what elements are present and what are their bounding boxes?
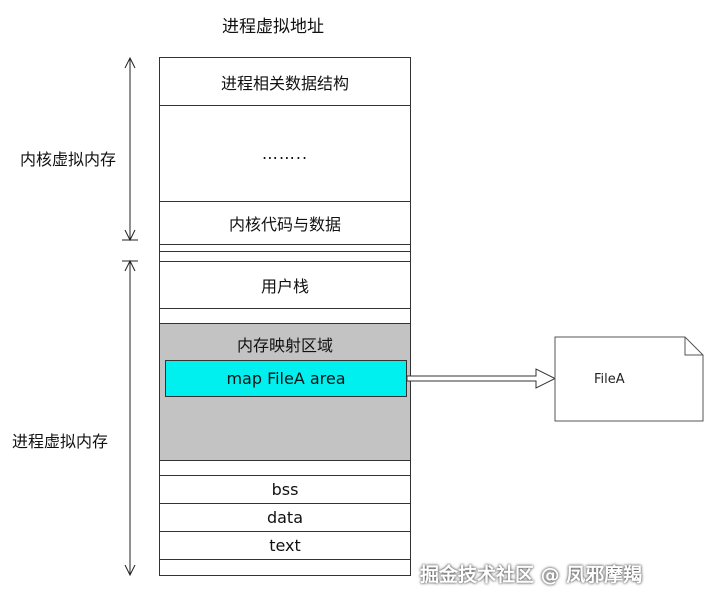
text-label: text	[269, 536, 301, 555]
divider-gap-segment-1	[160, 245, 410, 252]
map-filea-area: map FileA area	[165, 360, 407, 397]
file-label: FileA	[594, 372, 625, 387]
process-virtual-memory-label: 进程虚拟内存	[12, 432, 109, 451]
data-segment: data	[160, 504, 410, 532]
watermark: 掘金技术社区 @ 凤邪摩羯	[420, 564, 643, 586]
text-segment: text	[160, 532, 410, 560]
kernel-range-arrow	[122, 56, 138, 242]
bss-segment: bss	[160, 476, 410, 504]
data-label: data	[266, 508, 304, 527]
kernel-virtual-memory-label: 内核虚拟内存	[20, 150, 117, 169]
stack-gap-segment	[160, 309, 410, 324]
mapping-arrow	[406, 368, 557, 389]
diagram-title: 进程虚拟地址	[222, 17, 324, 37]
user-stack-segment: 用户栈	[160, 262, 410, 309]
ellipsis-label: ……..	[261, 144, 309, 163]
bss-label: bss	[271, 480, 299, 499]
mmap-region-label: 内存映射区域	[236, 336, 333, 355]
divider-gap-segment-2	[160, 252, 410, 262]
kernel-code-label: 内核代码与数据	[228, 215, 341, 234]
map-filea-area-label: map FileA area	[226, 369, 346, 388]
file-document-icon	[554, 336, 704, 422]
process-struct-label: 进程相关数据结构	[220, 73, 349, 93]
kernel-code-segment: 内核代码与数据	[160, 202, 410, 245]
process-struct-segment: 进程相关数据结构	[160, 58, 410, 106]
bottom-gap-segment	[160, 560, 410, 575]
ellipsis-segment: ……..	[160, 106, 410, 202]
user-stack-label: 用户栈	[260, 277, 309, 296]
process-range-arrow	[122, 259, 138, 577]
heap-gap-segment	[160, 461, 410, 476]
